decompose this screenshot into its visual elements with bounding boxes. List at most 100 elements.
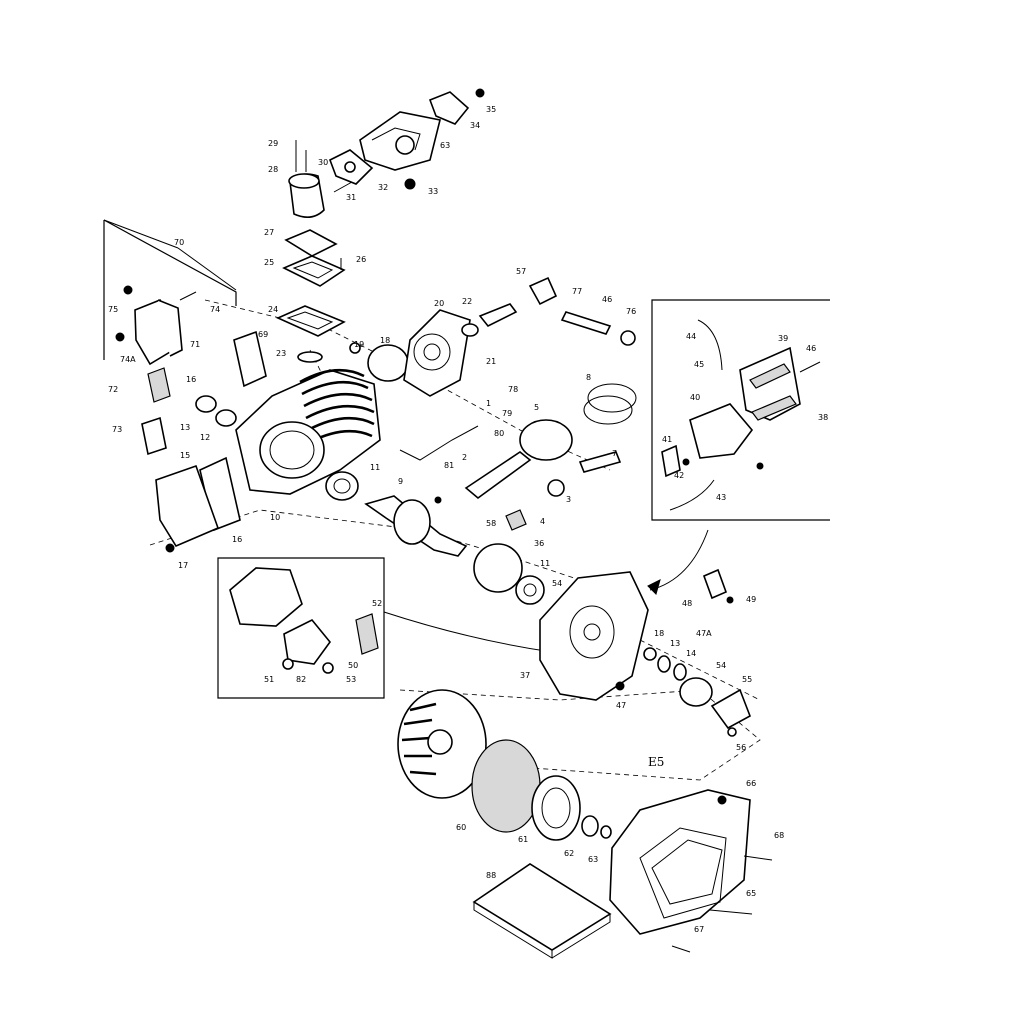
part-label: 12	[200, 433, 210, 442]
part-label: 56	[736, 743, 746, 752]
part-label: 4	[540, 517, 545, 526]
part-label: 28	[268, 165, 278, 174]
part-label: 20	[434, 299, 444, 308]
part-label: 47A	[696, 629, 712, 638]
part-label: 23	[276, 349, 286, 358]
part-label: 50	[348, 661, 358, 670]
part-label: 47	[616, 701, 626, 710]
part-label: 46	[806, 344, 816, 353]
part-label: 61	[518, 835, 528, 844]
part-label: 77	[572, 287, 582, 296]
part-label: 76	[626, 307, 636, 316]
page-mark: E5	[648, 755, 664, 769]
part-label: 21	[486, 357, 496, 366]
part-label: 63	[440, 141, 450, 150]
part-label: 39	[778, 334, 788, 343]
part-label: 65	[746, 889, 756, 898]
part-label: 3	[566, 495, 571, 504]
part-label: 69	[258, 330, 268, 339]
part-label: 31	[346, 193, 356, 202]
part-label: 57	[516, 267, 526, 276]
part-label: 40	[690, 393, 700, 402]
part-label: 80	[494, 429, 504, 438]
part-label: 72	[108, 385, 118, 394]
part-label: 13	[180, 423, 190, 432]
cylinder-crankcase	[155, 342, 409, 553]
part-label: 16	[232, 535, 242, 544]
part-label: 25	[264, 258, 274, 267]
carburetor-group	[276, 88, 485, 363]
part-label: 38	[818, 413, 828, 422]
part-label: 18	[654, 629, 664, 638]
part-label: 81	[444, 461, 454, 470]
part-label: 78	[508, 385, 518, 394]
part-label: 67	[694, 925, 704, 934]
part-label: 73	[112, 425, 122, 434]
part-label: 41	[662, 435, 672, 444]
part-label: 27	[264, 228, 274, 237]
governor-inset	[217, 557, 553, 699]
part-label: 79	[502, 409, 512, 418]
part-label: 34	[470, 121, 480, 130]
part-label: 75	[108, 305, 118, 314]
part-label: 53	[346, 675, 356, 684]
part-label: 82	[296, 675, 306, 684]
part-label: 70	[174, 238, 184, 247]
part-label: 14	[686, 649, 696, 658]
part-label: 60	[456, 823, 466, 832]
part-label: 24	[268, 305, 278, 314]
box-leaders	[103, 219, 237, 291]
part-label: 7	[612, 449, 617, 458]
part-label: 11	[370, 463, 380, 472]
part-label: 58	[486, 519, 496, 528]
part-label: 43	[716, 493, 726, 502]
magneto-plate	[539, 568, 751, 737]
part-label: 1	[486, 399, 491, 408]
part-label: 17	[178, 561, 188, 570]
part-label: 2	[462, 453, 467, 462]
crankshaft-group	[364, 276, 637, 605]
part-label: 30	[318, 158, 328, 167]
part-label: 22	[462, 297, 472, 306]
part-label: 51	[264, 675, 274, 684]
part-label: 71	[190, 340, 200, 349]
part-label: 63	[588, 855, 598, 864]
part-label: 44	[686, 332, 696, 341]
part-label: 37	[520, 671, 530, 680]
part-label: 49	[746, 595, 756, 604]
ignition-inset	[647, 299, 830, 595]
part-label: 42	[674, 471, 684, 480]
part-label: 62	[564, 849, 574, 858]
part-label: 15	[180, 451, 190, 460]
part-label: 33	[428, 187, 438, 196]
part-label: 74	[210, 305, 220, 314]
part-label: 68	[774, 831, 784, 840]
part-label: 45	[694, 360, 704, 369]
part-label: 9	[398, 477, 403, 486]
part-label: 46	[602, 295, 612, 304]
part-label: 54	[552, 579, 562, 588]
part-label: 74A	[120, 355, 136, 364]
flywheel-starter	[397, 689, 773, 959]
part-labels: 35 34 29 30 63 32 28 31 33 27 26 25 24 7…	[108, 105, 828, 934]
part-label: 36	[534, 539, 544, 548]
part-label: 18	[380, 336, 390, 345]
part-label: 13	[670, 639, 680, 648]
part-label: 35	[486, 105, 496, 114]
part-label: 66	[746, 779, 756, 788]
part-label: 29	[268, 139, 278, 148]
part-label: 48	[682, 599, 692, 608]
part-label: 26	[356, 255, 366, 264]
part-label: 10	[270, 513, 280, 522]
part-label: 32	[378, 183, 388, 192]
part-label: 55	[742, 675, 752, 684]
part-label: 16	[186, 375, 196, 384]
part-label: 5	[534, 403, 539, 412]
part-label: 11	[540, 559, 550, 568]
part-label: 8	[586, 373, 591, 382]
reed-valve-box	[103, 219, 267, 456]
part-label: 19	[354, 340, 364, 349]
part-label: 52	[372, 599, 382, 608]
part-label: 88	[486, 871, 496, 880]
